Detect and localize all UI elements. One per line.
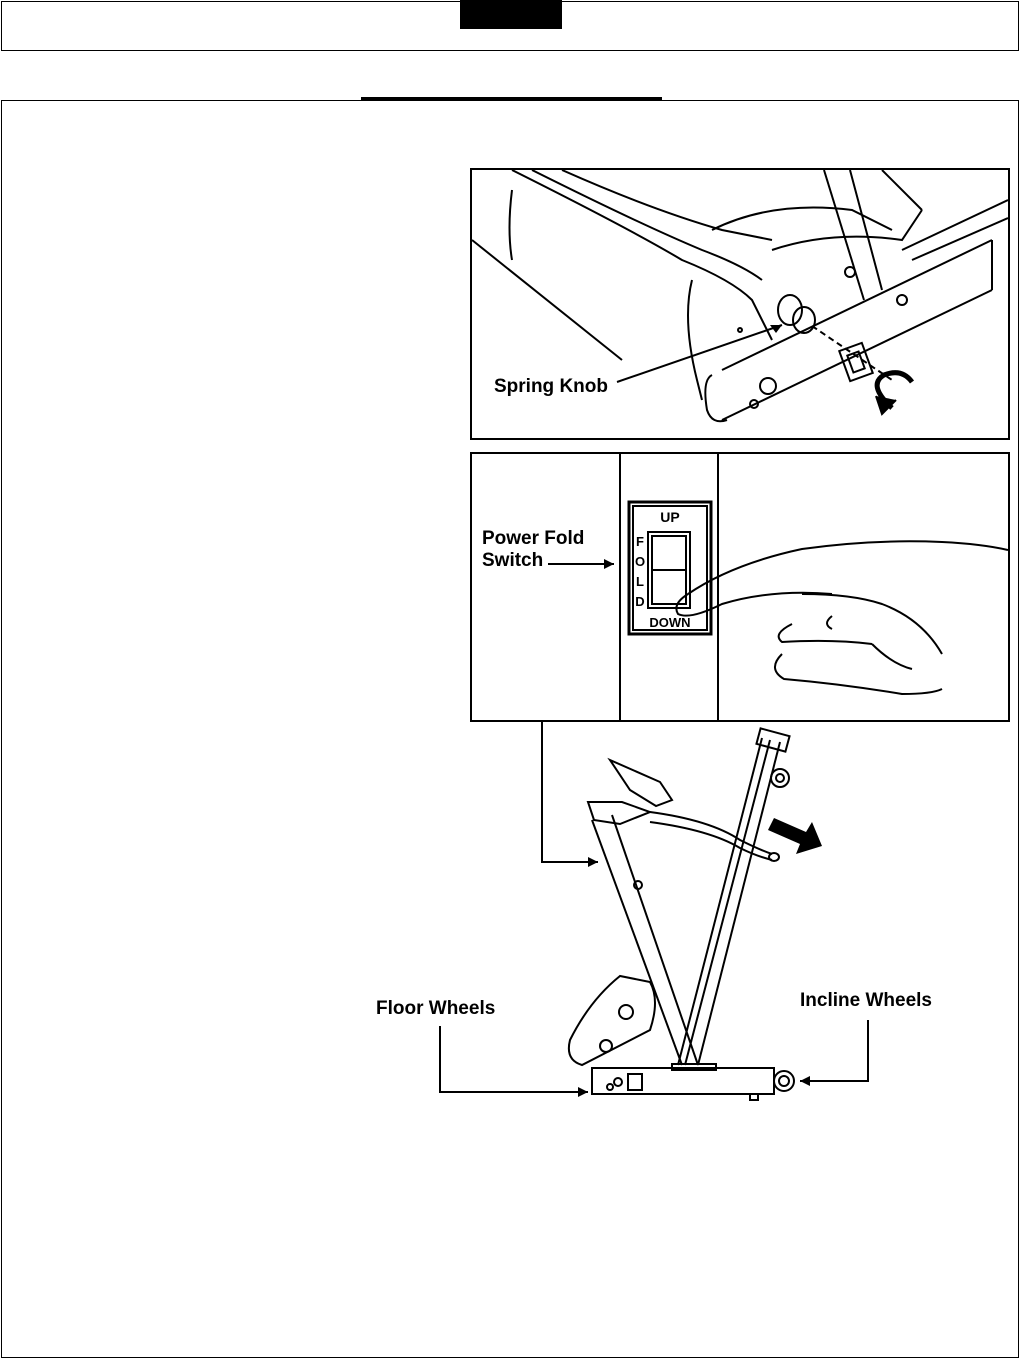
fold-letter-d: D (635, 594, 644, 609)
power-fold-switch-label-line1: Power Fold (482, 528, 584, 550)
switch-up-label: UP (660, 509, 679, 525)
spring-knob-label: Spring Knob (494, 376, 608, 398)
folded-treadmill-drawing (360, 720, 980, 1110)
fold-letter-l: L (636, 574, 644, 589)
switch-drawing: UP DOWN F O L D (472, 454, 1008, 720)
incline-wheels-label: Incline Wheels (800, 990, 932, 1012)
spring-knob-illustration: Spring Knob (470, 168, 1010, 440)
power-fold-switch-label-line2: Switch (482, 550, 543, 572)
power-fold-switch-illustration: UP DOWN F O L D Power Fold Switch (470, 452, 1010, 722)
header-tab (460, 0, 562, 29)
fold-letter-f: F (636, 534, 644, 549)
floor-wheels-label: Floor Wheels (376, 998, 495, 1020)
folded-treadmill-illustration: Floor Wheels Incline Wheels (360, 720, 980, 1110)
switch-down-label: DOWN (649, 615, 690, 630)
fold-letter-o: O (635, 554, 645, 569)
